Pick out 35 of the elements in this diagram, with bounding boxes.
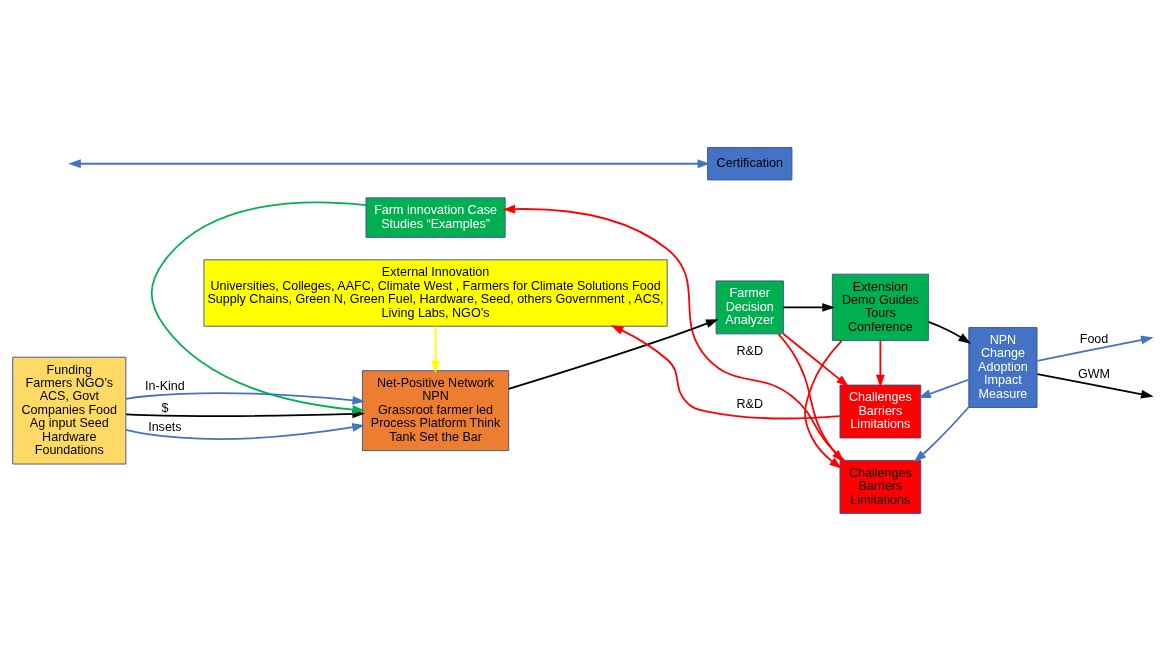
node-box: Extension Demo Guides Tours Conference (831, 273, 929, 341)
arrow (125, 422, 365, 440)
arrow (1036, 372, 1154, 399)
arrow (125, 391, 366, 405)
arrow (782, 332, 849, 387)
arrow (875, 339, 885, 387)
arrow (431, 325, 440, 373)
arrow (1036, 335, 1154, 362)
arrow (918, 378, 970, 398)
edge-label: GWM (1078, 366, 1111, 381)
node-box: Challenges Barriers Limitations (839, 459, 922, 514)
node-box: Funding Farmers NGO’s ACS, Govt Companies Food Ag input Seed Hardware Foundations (12, 356, 127, 464)
arrow (804, 339, 843, 469)
edge-label: R&D (736, 396, 764, 411)
arrow (150, 200, 367, 414)
node-box: Farm innovation Case Studies “Examples” (365, 196, 506, 238)
node-box: NPN Change Adoption Impact Measure (968, 326, 1038, 408)
edge-label: Insets (148, 419, 182, 434)
arrow (777, 332, 845, 462)
arrow (610, 324, 841, 419)
node-box: Net-Positive Network NPN Grassroot farmer led Process Platform Think Tank Set the Bar (361, 369, 510, 451)
node-box: Challenges Barriers Limitations (839, 384, 922, 438)
edge-label: In-Kind (145, 378, 185, 393)
arrow (507, 318, 719, 390)
edge-label: Food (1079, 331, 1109, 346)
node-box: Farmer Decision Analyzer (715, 279, 784, 334)
edge-label: R&D (736, 343, 764, 358)
edge-label: $ (161, 400, 169, 415)
node-box: Certification (707, 146, 793, 180)
arrow (502, 204, 846, 461)
node-box: External Innovation Universities, Colleges, AAFC, Climate West , Farmers for Climate Solutions Food Supply Chains, Green N, Green Fuel, Hardware, Seed, others Government , ACS, Living Labs, NGO’s (203, 258, 668, 327)
arrow (927, 320, 971, 344)
arrow (913, 405, 970, 462)
arrow (68, 158, 711, 168)
arrow (782, 302, 835, 312)
